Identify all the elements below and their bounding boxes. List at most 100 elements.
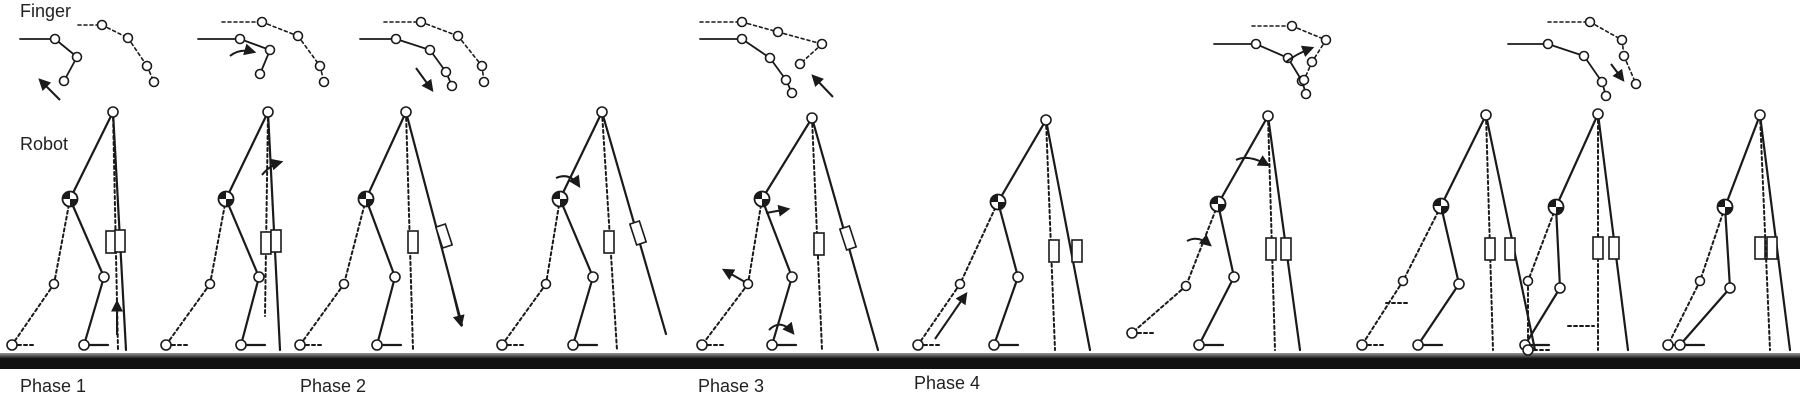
knee-joint	[338, 278, 350, 290]
finger-joint	[256, 16, 268, 28]
ankle-joint	[6, 339, 18, 351]
support-leg-dashed	[1759, 114, 1771, 351]
finger-segment-dashed	[127, 37, 148, 67]
ankle-joint	[912, 339, 924, 351]
shank-link	[82, 275, 106, 347]
finger-sketch	[19, 19, 160, 88]
hip-joint	[1754, 109, 1766, 121]
thigh-link	[1216, 202, 1236, 279]
knee-joint	[1453, 278, 1465, 290]
rotation-arrow	[1235, 155, 1271, 167]
finger-sketch	[1213, 20, 1332, 100]
ankle-joint	[235, 339, 247, 351]
finger-segment-dashed	[297, 35, 321, 67]
support-leg-solid	[1758, 113, 1792, 352]
finger-joint	[234, 33, 246, 45]
ankle-joint	[496, 339, 508, 351]
knee-joint	[253, 271, 265, 283]
com-quadrant	[1210, 196, 1218, 204]
finger-segment-dashed	[741, 21, 779, 33]
hip-joint	[596, 106, 608, 118]
ankle-joint	[988, 339, 1000, 351]
finger-segment-dashed	[1291, 25, 1327, 41]
finger-joint	[148, 76, 160, 88]
thigh-link	[996, 200, 1020, 279]
knee-joint	[204, 278, 216, 290]
spring-element	[603, 230, 615, 254]
finger-sketch	[1507, 16, 1642, 102]
finger-joint	[1298, 74, 1310, 86]
spring-element	[270, 229, 282, 253]
shank-link	[770, 275, 794, 347]
motion-arrow	[1610, 63, 1625, 82]
dashed-thigh-link	[747, 198, 763, 285]
shank-link	[375, 275, 397, 347]
center-of-mass-icon	[551, 190, 569, 208]
torso-link	[68, 110, 115, 201]
finger-joint	[415, 16, 427, 28]
center-of-mass-icon	[357, 190, 375, 208]
torso-link	[1554, 112, 1600, 209]
phase-1-label: Phase 1	[20, 376, 87, 396]
ankle-joint	[78, 339, 90, 351]
spring-element	[1754, 236, 1766, 260]
finger-sketch	[699, 16, 828, 99]
com-quadrant	[1725, 207, 1733, 215]
finger-joint	[452, 30, 464, 42]
knee-joint	[954, 278, 966, 290]
com-quadrant	[70, 199, 78, 207]
dashed-thigh-link	[1527, 206, 1557, 282]
finger-joint	[424, 44, 436, 56]
dashed-shank-link	[1131, 285, 1187, 334]
ankle-joint	[766, 339, 778, 351]
com-quadrant	[218, 191, 226, 199]
ankle-joint	[1674, 339, 1686, 351]
knee-joint	[48, 278, 60, 290]
com-quadrant	[1218, 204, 1226, 212]
com-quadrant	[358, 191, 366, 199]
spring-element	[1265, 237, 1277, 261]
support-leg-dashed	[1045, 119, 1056, 351]
ankle-joint	[1193, 339, 1205, 351]
motion-arrow	[811, 74, 834, 98]
finger-joint	[1618, 50, 1630, 62]
shank-link	[1416, 282, 1461, 347]
spring-element	[407, 230, 419, 254]
dashed-shank-link	[1667, 280, 1701, 346]
finger-joint	[1578, 50, 1590, 62]
com-quadrant	[1556, 207, 1564, 215]
finger-joint	[58, 75, 70, 87]
thigh-link	[224, 197, 261, 279]
finger-joint	[292, 30, 304, 42]
knee-joint	[786, 271, 798, 283]
robot-figure	[1519, 108, 1630, 356]
knee-joint	[540, 278, 552, 290]
spring-element	[1048, 239, 1060, 263]
dashed-thigh-link	[1185, 203, 1219, 287]
ground-bar	[0, 353, 1800, 369]
finger-row	[19, 16, 1642, 102]
finger-joint	[71, 51, 83, 63]
center-of-mass-icon	[753, 190, 771, 208]
finger-segment	[395, 38, 431, 51]
rotation-arrow	[555, 174, 581, 189]
finger-joint	[254, 68, 266, 80]
finger-joint	[96, 19, 108, 31]
dashed-shank-link	[1361, 280, 1404, 346]
finger-joint	[1286, 20, 1298, 32]
com-quadrant	[1717, 199, 1725, 207]
hip-joint	[806, 112, 818, 124]
dashed-shank-link	[917, 283, 961, 346]
motion-arrow	[415, 67, 434, 92]
spring-element	[1766, 236, 1778, 260]
robot-figure	[1126, 110, 1302, 352]
hip-joint	[1592, 108, 1604, 120]
finger-joint	[736, 33, 748, 45]
rotation-arrow	[768, 321, 795, 335]
torso-link	[1723, 113, 1762, 209]
dashed-shank-link	[501, 283, 547, 346]
com-quadrant	[226, 199, 234, 207]
dashed-thigh-link	[53, 198, 71, 285]
finger-row-label: Finger	[20, 1, 72, 21]
phase-3-label: Phase 3	[698, 376, 765, 396]
